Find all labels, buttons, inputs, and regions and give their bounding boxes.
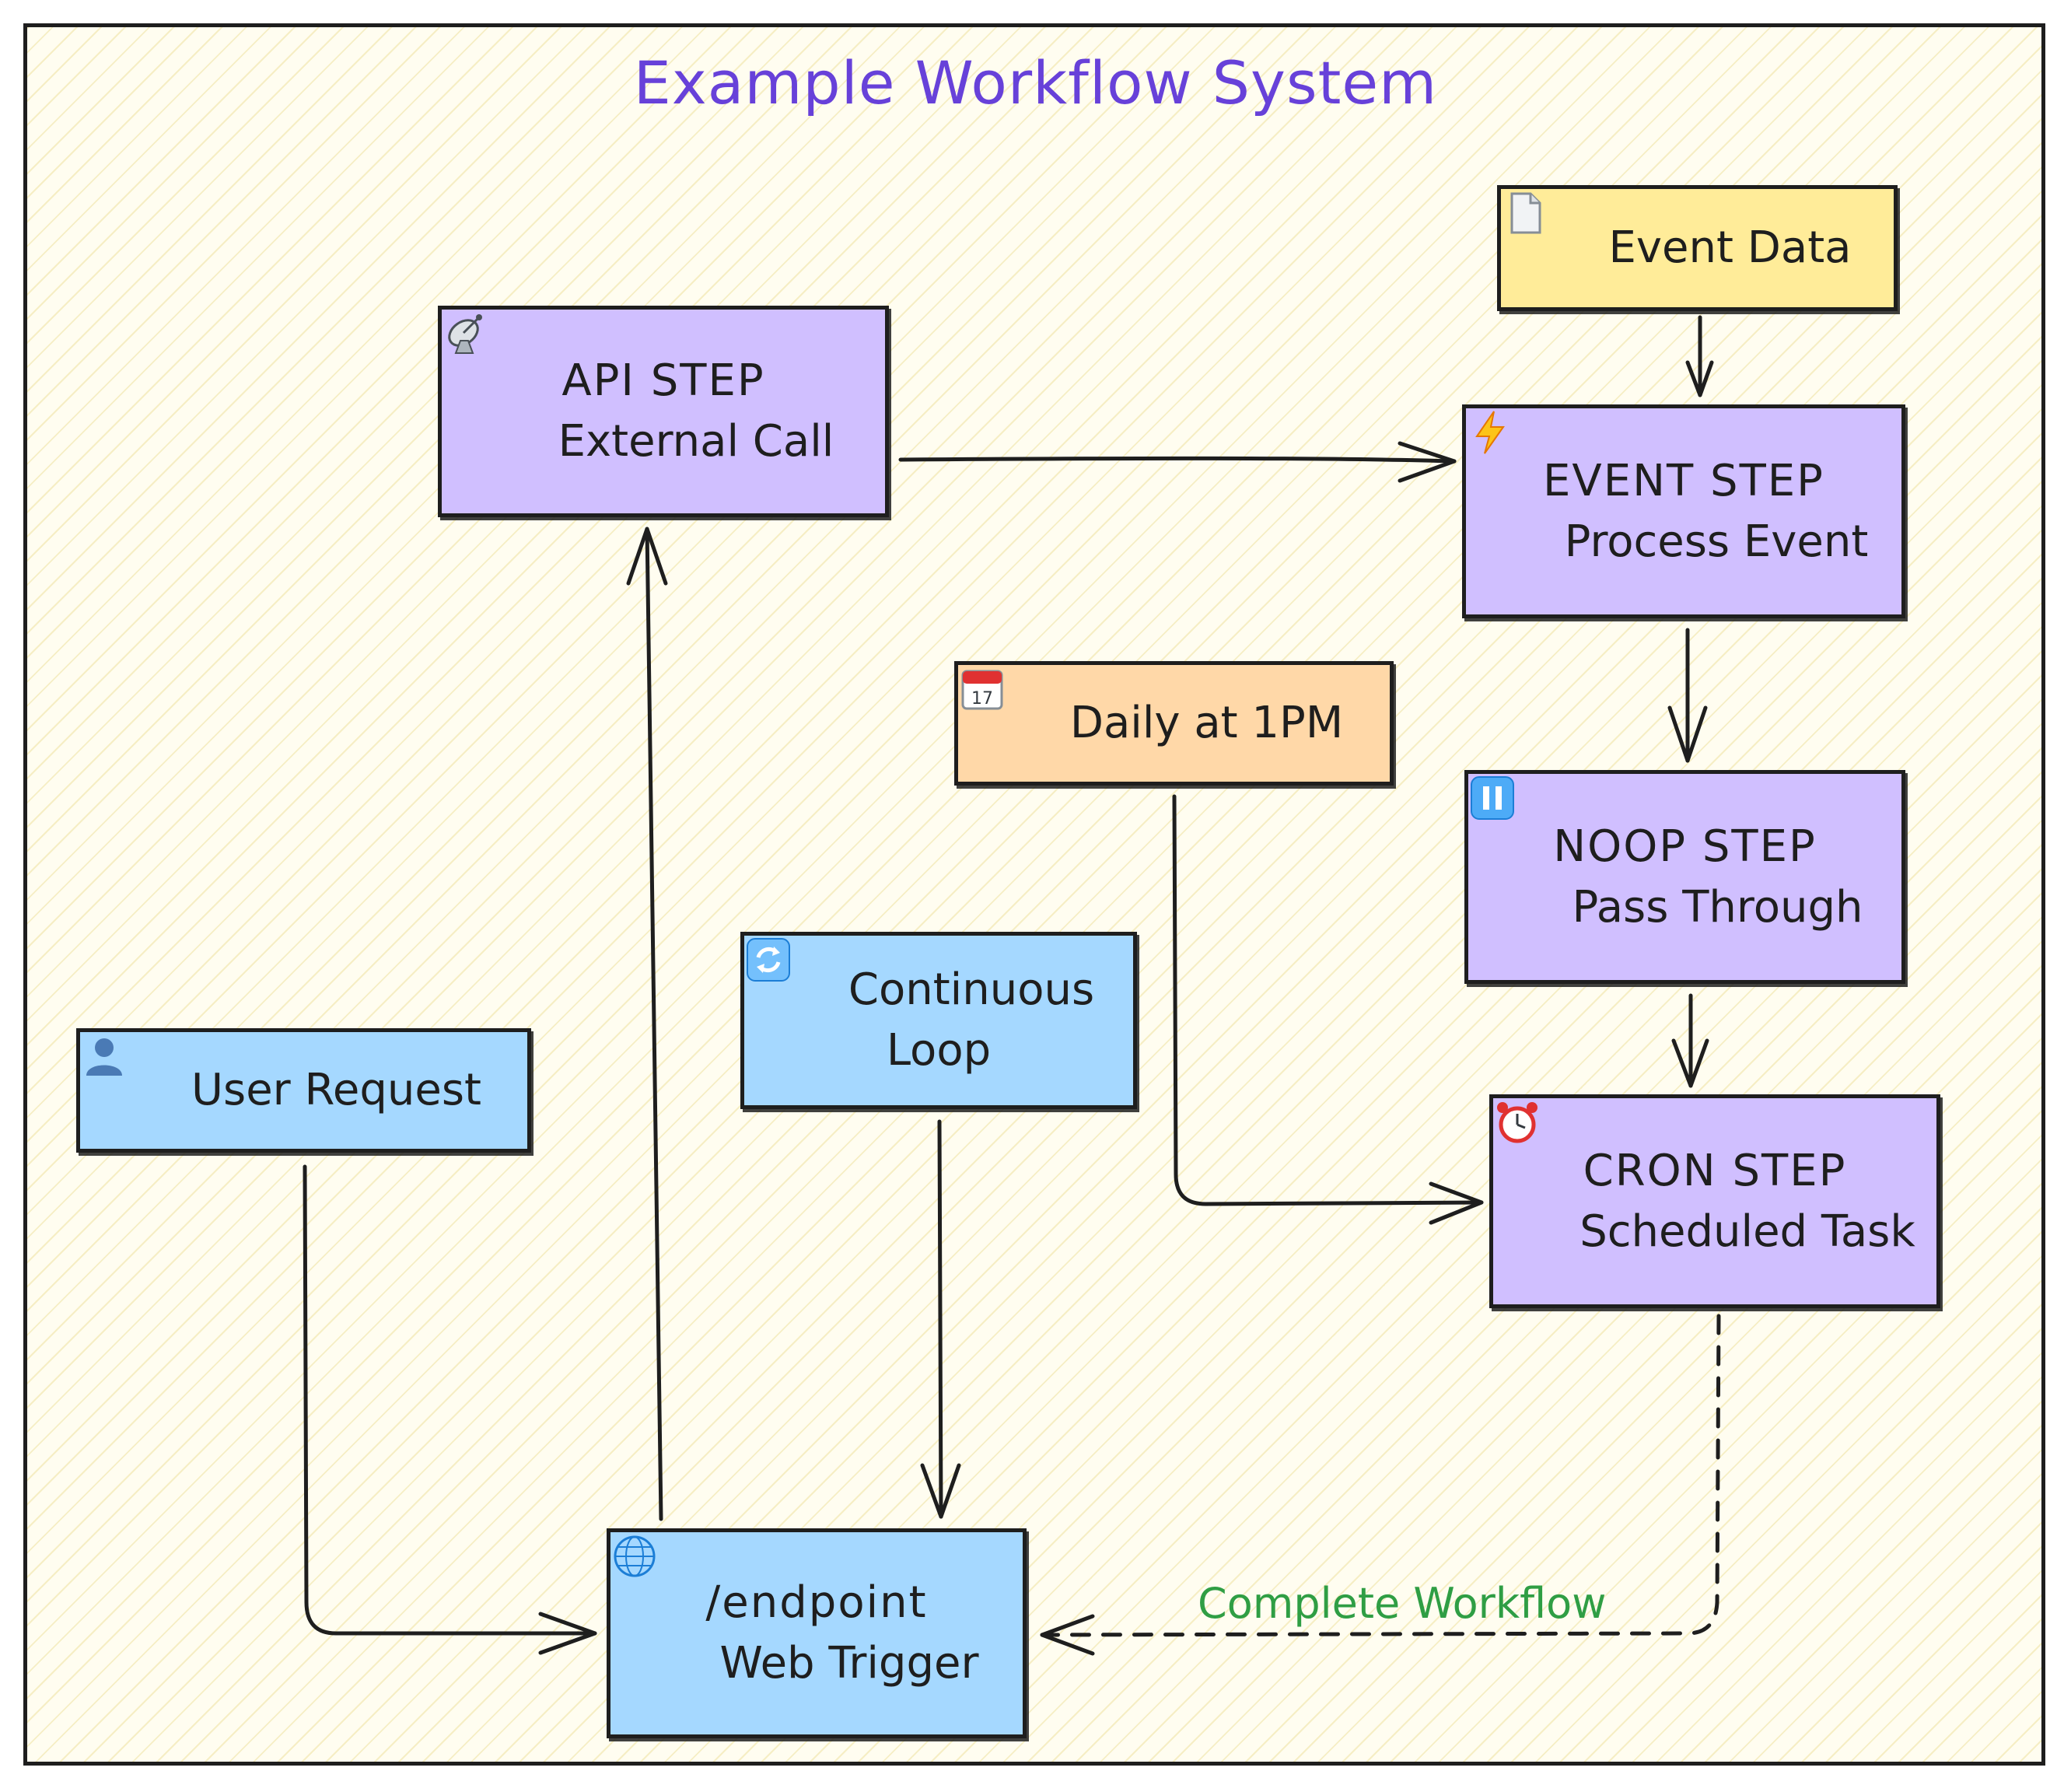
arrowhead-endpoint-to-api: [626, 527, 668, 586]
diagram-title: Example Workflow System: [633, 48, 1438, 117]
edge-daily-to-cron: [1172, 794, 1484, 1206]
edge-user-to-endpoint: [303, 1164, 597, 1636]
continuous-loop-label-line2: Loop: [886, 1025, 992, 1076]
refresh-icon: [747, 938, 831, 1014]
edge-endpoint-to-api: [645, 527, 663, 1521]
node-event-step[interactable]: EVENT STEP Process Event: [1462, 404, 1905, 618]
event-step-label: Process Event: [1564, 516, 1869, 567]
edge-loop-to-endpoint: [937, 1119, 943, 1519]
arrowhead-cron-to-endpoint: [1040, 1614, 1095, 1656]
pause-icon: [1471, 776, 1555, 932]
api-step-heading: API STEP: [561, 355, 765, 406]
svg-text:17: 17: [971, 689, 993, 709]
arrowhead-api-to-event: [1398, 441, 1457, 483]
daily-schedule-label: Daily at 1PM: [1069, 698, 1344, 748]
lightning-icon: [1475, 411, 1548, 566]
arrowhead-user-to-endpoint: [538, 1612, 597, 1655]
api-step-label: External Call: [558, 416, 834, 467]
arrowhead-noop-to-cron: [1671, 1038, 1709, 1088]
cron-step-heading: CRON STEP: [1583, 1145, 1847, 1196]
event-data-label: Event Data: [1608, 222, 1852, 273]
node-cron-step[interactable]: CRON STEP Scheduled Task: [1489, 1094, 1940, 1308]
document-icon: [1510, 192, 1592, 272]
noop-step-label: Pass Through: [1572, 881, 1863, 933]
endpoint-label: Web Trigger: [719, 1638, 979, 1689]
edge-api-to-event: [898, 456, 1457, 464]
noop-step-heading: NOOP STEP: [1553, 821, 1817, 872]
arrowhead-event-to-noop: [1667, 705, 1708, 763]
continuous-loop-label-line1: Continuous: [848, 964, 1095, 1015]
globe-icon: [614, 1535, 702, 1688]
arrowhead-eventdata-to-event: [1685, 360, 1714, 397]
node-endpoint[interactable]: /endpoint Web Trigger: [607, 1528, 1027, 1738]
node-user-request[interactable]: User Request: [76, 1028, 531, 1153]
node-event-data[interactable]: Event Data: [1497, 185, 1898, 311]
arrowhead-loop-to-endpoint: [920, 1463, 961, 1519]
node-noop-step[interactable]: NOOP STEP Pass Through: [1464, 770, 1905, 984]
user-icon: [86, 1038, 174, 1115]
satellite-antenna-icon: [448, 314, 541, 466]
node-continuous-loop[interactable]: Continuous Loop: [740, 932, 1137, 1109]
arrowhead-daily-to-cron: [1429, 1181, 1484, 1225]
endpoint-heading: /endpoint: [705, 1577, 928, 1628]
edge-cron-to-endpoint: [1040, 1314, 1721, 1637]
node-daily-schedule[interactable]: 17 Daily at 1PM: [954, 661, 1394, 786]
alarm-clock-icon: [1497, 1102, 1562, 1256]
event-step-heading: EVENT STEP: [1543, 455, 1824, 506]
calendar-icon: 17: [961, 670, 1053, 747]
node-api-step[interactable]: API STEP External Call: [438, 306, 889, 517]
edge-label-complete-workflow: Complete Workflow: [1198, 1579, 1607, 1628]
user-request-label: User Request: [191, 1065, 481, 1115]
cron-step-label: Scheduled Task: [1579, 1206, 1915, 1257]
